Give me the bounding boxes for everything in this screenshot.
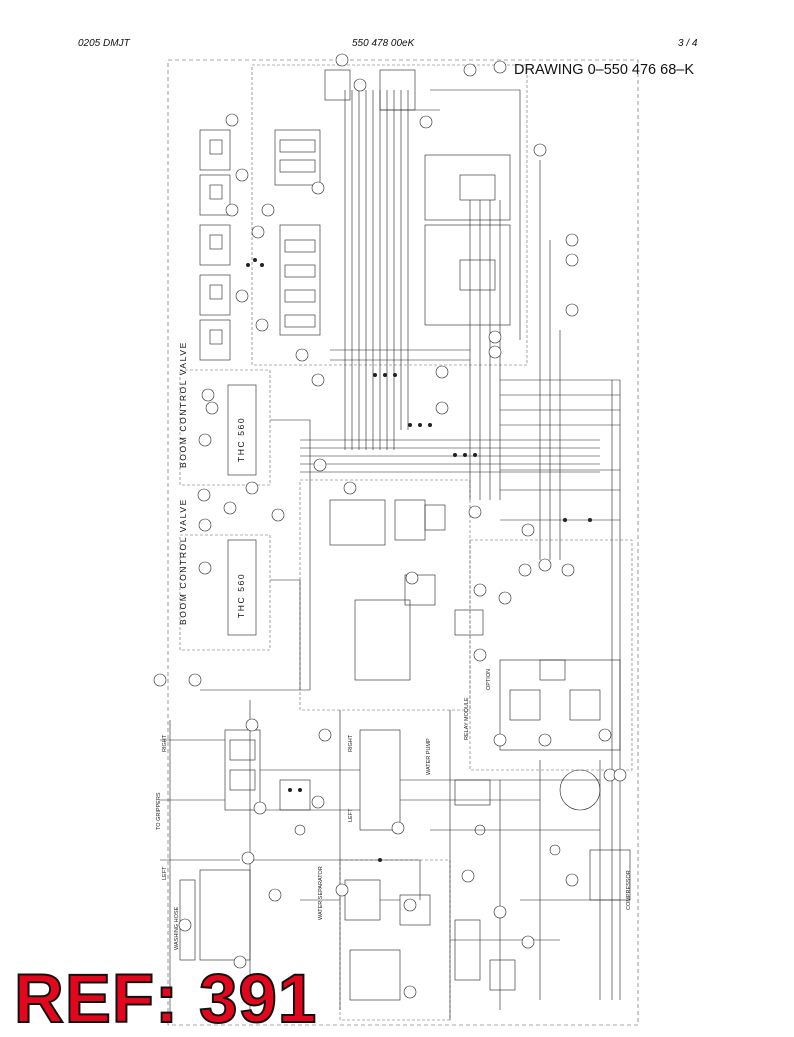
washing-hose-label: WASHING HOSE bbox=[174, 906, 180, 950]
thc-model-label-1: THC 560 bbox=[236, 417, 246, 462]
boom-control-valve-label-2: BOOM CONTROL VALVE bbox=[178, 498, 188, 625]
side-annotations: RIGHT TO GRIPPERS LEFT RIGHT LEFT WATER … bbox=[156, 669, 632, 950]
relay-module-label: RELAY MODULE bbox=[464, 697, 470, 740]
callout-bubbles bbox=[153, 53, 627, 999]
drawing-title: DRAWING 0–550 476 68–K bbox=[514, 62, 695, 78]
header-document-number: 550 478 00eK bbox=[352, 38, 415, 49]
ref-badge: REF: 391 bbox=[13, 960, 318, 1037]
junction-nodes bbox=[246, 258, 592, 862]
thc-model-label-2: THC 560 bbox=[236, 573, 246, 618]
compressor-label: COMPRESSOR bbox=[626, 870, 632, 910]
right-label: RIGHT bbox=[162, 734, 168, 752]
right-label-2: RIGHT bbox=[348, 734, 354, 752]
header-left-code: 0205 DMJT bbox=[78, 38, 130, 49]
water-pump-label: WATER PUMP bbox=[426, 738, 432, 775]
boom-control-valve-label-1: BOOM CONTROL VALVE bbox=[178, 341, 188, 468]
water-separator-label: WATER SEPARATOR bbox=[318, 866, 324, 920]
valve-labels: BOOM CONTROL VALVE THC 560 BOOM CONTROL … bbox=[178, 341, 246, 625]
left-label-2: LEFT bbox=[348, 808, 354, 822]
option-label: OPTION bbox=[486, 669, 492, 690]
to-grippers-label: TO GRIPPERS bbox=[156, 792, 162, 830]
left-label: LEFT bbox=[162, 866, 168, 880]
schematic-lines bbox=[160, 59, 639, 1026]
header-page-number: 3 / 4 bbox=[678, 38, 698, 49]
